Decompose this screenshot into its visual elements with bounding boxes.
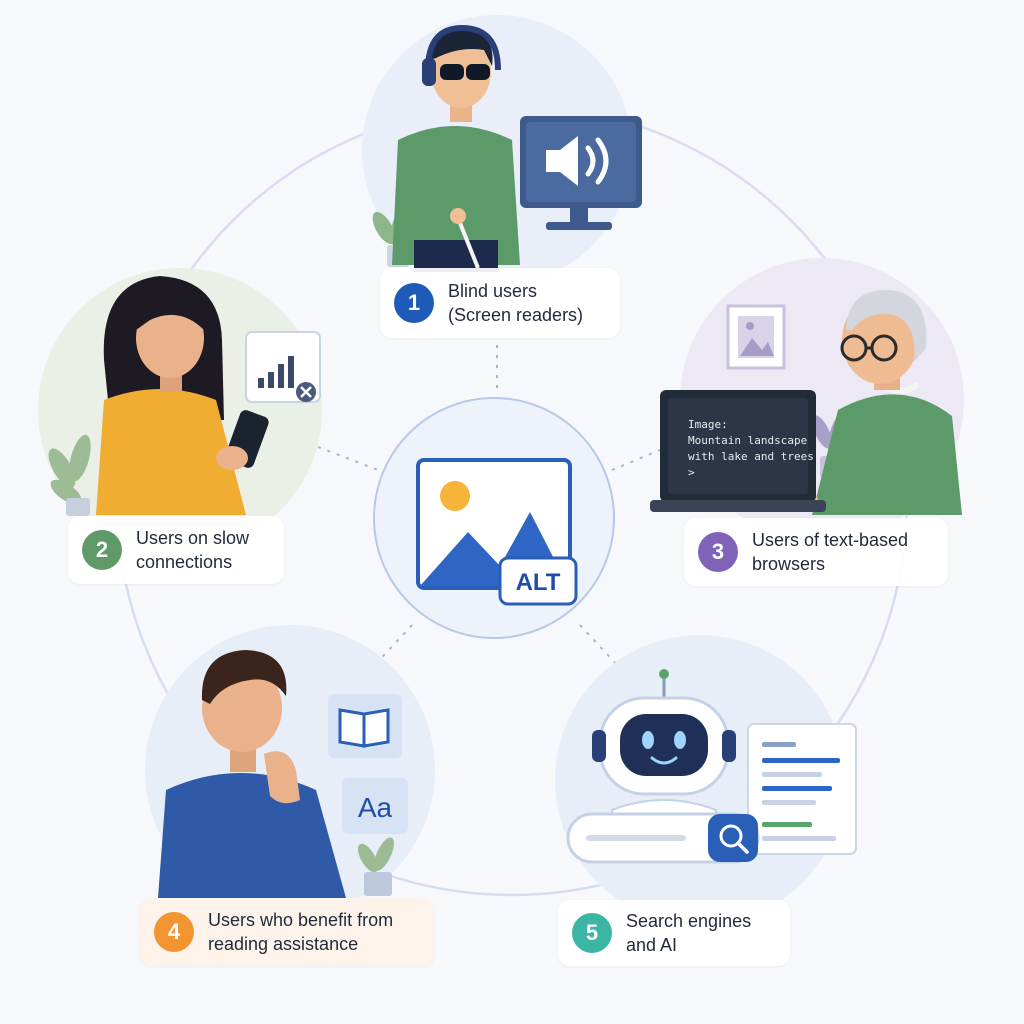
label-card-text-browsers: 3 Users of text-based browsers — [684, 518, 948, 586]
person-body — [96, 389, 246, 515]
terminal-prompt: > — [688, 466, 695, 479]
alt-badge-text: ALT — [516, 569, 561, 596]
node-search-ai — [555, 635, 857, 925]
terminal-line-1: Image: — [688, 418, 728, 431]
label-line-2: connections — [136, 552, 233, 572]
speaker-icon — [546, 136, 578, 186]
label-line-1: Users on slow — [136, 528, 250, 548]
node-reading-assistance: Aa — [145, 625, 435, 915]
sun-icon — [440, 481, 470, 511]
label-line-2: (Screen readers) — [448, 305, 584, 325]
font-size-icon — [342, 778, 408, 834]
label-card-blind-users: 1 Blind users (Screen readers) — [380, 268, 620, 338]
terminal-line-3: with lake and trees. — [688, 450, 820, 463]
label-line-2: reading assistance — [208, 934, 359, 954]
alt-badge — [498, 556, 578, 606]
step-badge-3: 3 — [698, 532, 738, 572]
picture-frame-icon — [726, 304, 786, 370]
step-badge-1: 1 — [394, 283, 434, 323]
book-tile — [328, 694, 402, 758]
headphones-icon — [425, 24, 501, 71]
search-bar — [566, 812, 760, 864]
label-line-1: Users who benefit from — [208, 910, 394, 930]
label-line-2: browsers — [752, 554, 826, 574]
node-slow-connection — [38, 268, 322, 552]
person-body — [158, 773, 346, 898]
laptop-terminal: Image: Mountain landscape with lake and … — [650, 390, 826, 512]
label-line-1: Blind users — [448, 281, 538, 301]
plant-icon — [357, 837, 394, 896]
connectors — [317, 345, 661, 669]
label-card-reading-assistance: 4 Users who benefit from reading assista… — [140, 898, 434, 966]
node-blind-user — [362, 15, 642, 285]
label-line-2: and AI — [626, 935, 678, 955]
label-card-slow-connections: 2 Users on slow connections — [68, 516, 284, 584]
step-badge-5: 5 — [572, 913, 612, 953]
connector-2 — [317, 446, 379, 471]
node-text-browser: Image: Mountain landscape with lake and … — [650, 258, 964, 542]
step-badge-2: 2 — [82, 530, 122, 570]
label-line-1: Search engines — [626, 911, 752, 931]
label-line-1: Users of text-based — [752, 530, 909, 550]
label-card-search-ai: 5 Search engines and AI — [558, 900, 790, 966]
weak-signal-icon — [258, 356, 294, 388]
step-badge-4: 4 — [154, 912, 194, 952]
terminal-line-2: Mountain landscape — [688, 434, 807, 447]
document-card — [747, 723, 857, 855]
person-body — [812, 394, 962, 515]
connector-3 — [611, 449, 661, 471]
search-icon — [719, 824, 743, 848]
sunglasses-icon — [440, 64, 464, 80]
font-tile: Aa — [342, 778, 408, 834]
plant-icon — [48, 434, 91, 516]
center-alt-image: ALT — [373, 397, 615, 639]
connector-5 — [579, 624, 619, 667]
book-icon — [338, 708, 366, 748]
weak-signal-tile — [245, 331, 321, 403]
person-body — [392, 126, 520, 265]
speaker-monitor — [520, 116, 642, 230]
font-tile-text: Aa — [358, 792, 393, 823]
robot-icon — [592, 669, 736, 821]
